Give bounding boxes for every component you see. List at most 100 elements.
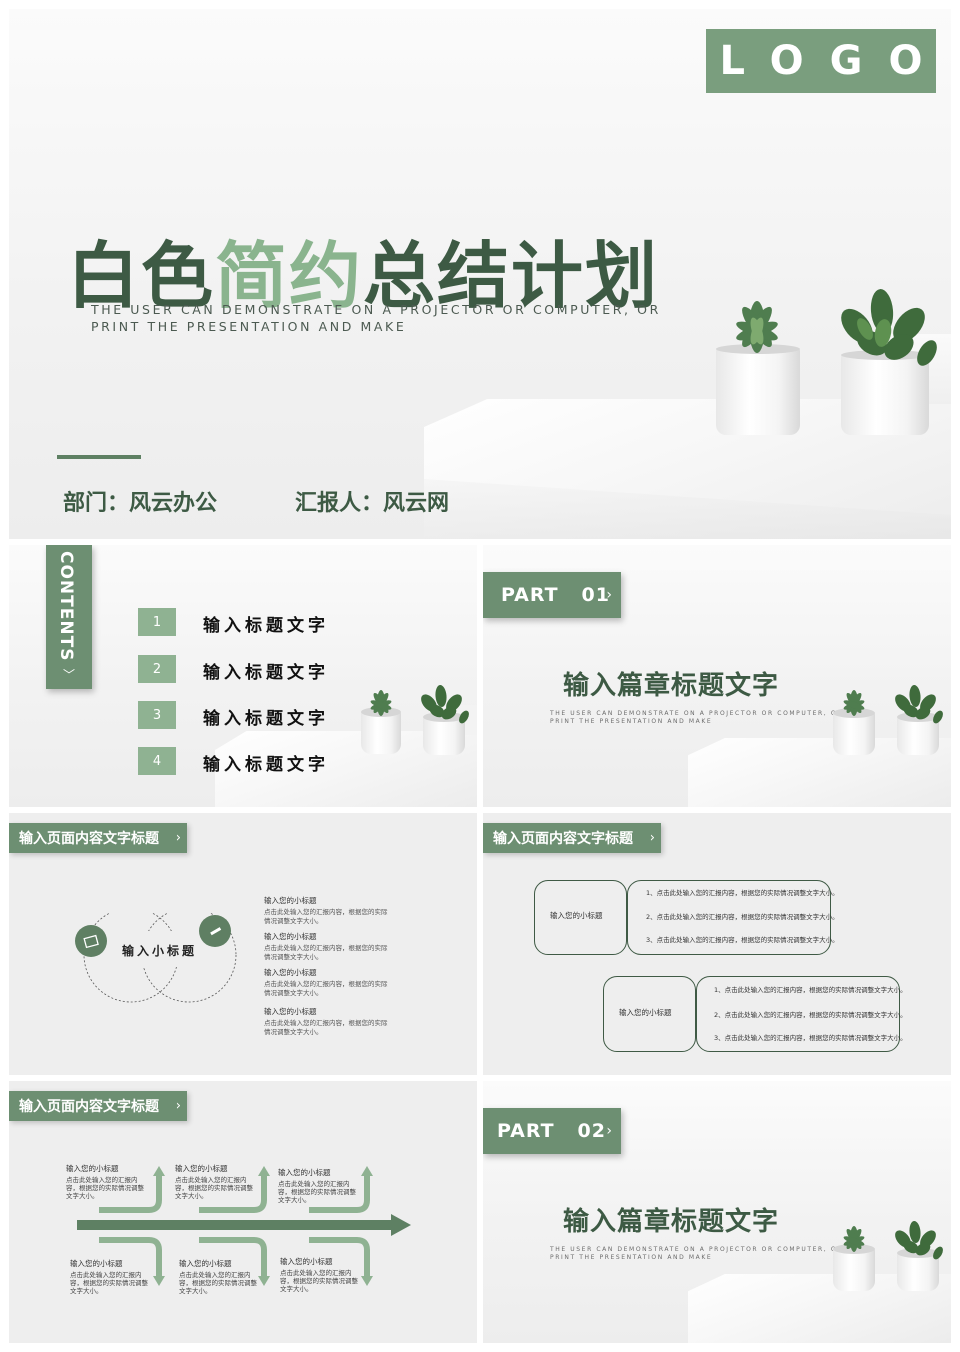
toc-item-2[interactable]: 输入标题文字 bbox=[203, 663, 329, 683]
cover-title: 白色简约总结计划 bbox=[67, 217, 659, 322]
part1-subtitle-line1: THE USER CAN DEMONSTRATE ON A PROJECTOR … bbox=[550, 710, 843, 717]
pot-left bbox=[833, 708, 875, 755]
cover-title-highlight: 简约 bbox=[215, 234, 364, 318]
chevron-right-icon: › bbox=[606, 587, 613, 603]
intersecting-circles bbox=[83, 913, 237, 1003]
succulent-right-icon bbox=[895, 1221, 943, 1260]
contents-slide: CONTENTS ﹀ 1 输入标题文字 2 输入标题文字 3 输入标题文字 4 … bbox=[9, 545, 477, 807]
toc-number-1: 1 bbox=[138, 608, 176, 636]
succulent-right-icon bbox=[421, 685, 469, 724]
pot-left bbox=[833, 1244, 875, 1291]
group2-item-1: 1、点击此处输入您的汇报内容，根据您的实际情况调整文字大小。 bbox=[714, 986, 907, 994]
group2-items-box bbox=[696, 976, 900, 1052]
part2-subtitle-line1: THE USER CAN DEMONSTRATE ON A PROJECTOR … bbox=[550, 1246, 843, 1253]
cover-subtitle: THE USER CAN DEMONSTRATE ON A PROJECTOR … bbox=[91, 301, 661, 335]
fishbone-diagram bbox=[77, 1166, 411, 1286]
cover-reporter: 汇报人：风云网 bbox=[295, 491, 450, 516]
bottom-item-title-3: 输入您的小标题 bbox=[280, 1257, 333, 1266]
cover-subtitle-line1: THE USER CAN DEMONSTRATE ON A PROJECTOR … bbox=[91, 302, 661, 317]
item-title-1: 输入您的小标题 bbox=[264, 896, 317, 905]
part2-tag-label: PART 02 bbox=[497, 1120, 606, 1142]
group1-items-box bbox=[627, 880, 831, 955]
bottom-item-title-1: 输入您的小标题 bbox=[70, 1259, 123, 1268]
toc-item-4[interactable]: 输入标题文字 bbox=[203, 755, 329, 775]
group1-item-1: 1、点击此处输入您的汇报内容，根据您的实际情况调整文字大小。 bbox=[646, 889, 839, 897]
chevron-right-icon: › bbox=[175, 830, 181, 846]
group1-label: 输入您的小标题 bbox=[550, 911, 603, 920]
boxes-slide: 输入页面内容文字标题 › 输入您的小标题 1、点击此处输入您的汇报内容，根据您的… bbox=[483, 813, 951, 1075]
item-title-2: 输入您的小标题 bbox=[264, 932, 317, 941]
cover-title-part-a: 白色 bbox=[67, 234, 216, 318]
fishbone-slide: 输入页面内容文字标题 › 输入您的小标题 点击此处输入您的汇报内容，根据您的实际… bbox=[9, 1081, 477, 1343]
item-body-2: 点击此处输入您的汇报内容，根据您的实际情况调整文字大小。 bbox=[264, 944, 388, 961]
pot-right bbox=[841, 350, 929, 435]
part1-title: 输入篇章标题文字 bbox=[563, 671, 780, 701]
top-item-body-3: 点击此处输入您的汇报内容，根据您的实际情况调整文字大小。 bbox=[278, 1180, 356, 1204]
part2-tag: PART 02 › bbox=[483, 1108, 621, 1154]
chevron-right-icon: › bbox=[175, 1098, 181, 1114]
slide5-header-label: 输入页面内容文字标题 bbox=[19, 1099, 159, 1115]
succulent-right-icon bbox=[841, 289, 937, 366]
part1-tag: PART 01 › bbox=[483, 572, 621, 618]
part2-title: 输入篇章标题文字 bbox=[563, 1207, 780, 1237]
bottom-item-title-2: 输入您的小标题 bbox=[179, 1259, 232, 1268]
item-title-3: 输入您的小标题 bbox=[264, 968, 317, 977]
pot-left bbox=[716, 344, 800, 435]
item-body-3: 点击此处输入您的汇报内容，根据您的实际情况调整文字大小。 bbox=[264, 980, 388, 997]
succulent-left-icon bbox=[736, 301, 778, 353]
group1-item-2: 2、点击此处输入您的汇报内容，根据您的实际情况调整文字大小。 bbox=[646, 913, 839, 921]
item-body-4: 点击此处输入您的汇报内容，根据您的实际情况调整文字大小。 bbox=[264, 1019, 388, 1036]
circles-center-label: 输入小标题 bbox=[122, 944, 198, 958]
top-item-title-2: 输入您的小标题 bbox=[175, 1164, 228, 1173]
top-item-title-3: 输入您的小标题 bbox=[278, 1168, 331, 1177]
top-item-title-1: 输入您的小标题 bbox=[66, 1164, 119, 1173]
item-body-1: 点击此处输入您的汇报内容，根据您的实际情况调整文字大小。 bbox=[264, 908, 388, 925]
cover-title-part-c: 总结计划 bbox=[363, 234, 660, 318]
chevron-down-icon: ﹀ bbox=[62, 668, 75, 682]
contents-tab-label: CONTENTS bbox=[56, 551, 76, 662]
slide4-header: 输入页面内容文字标题 › bbox=[483, 823, 661, 853]
slide4-header-label: 输入页面内容文字标题 bbox=[493, 831, 633, 847]
succulent-left-icon bbox=[843, 1226, 865, 1252]
contents-tab: CONTENTS ﹀ bbox=[46, 545, 92, 689]
mail-icon bbox=[75, 925, 107, 957]
chevron-right-icon: › bbox=[606, 1123, 613, 1139]
cover-department: 部门：风云办公 bbox=[63, 491, 218, 516]
bottom-item-body-1: 点击此处输入您的汇报内容，根据您的实际情况调整文字大小。 bbox=[70, 1271, 148, 1295]
group1-label-box bbox=[534, 880, 627, 955]
part1-subtitle-line2: PRINT THE PRESENTATION AND MAKE bbox=[550, 718, 713, 725]
slide5-header: 输入页面内容文字标题 › bbox=[9, 1091, 187, 1121]
pencil-icon bbox=[199, 915, 231, 947]
toc-item-3[interactable]: 输入标题文字 bbox=[203, 709, 329, 729]
part1-tag-label: PART 01 bbox=[501, 584, 610, 606]
bottom-item-body-2: 点击此处输入您的汇报内容，根据您的实际情况调整文字大小。 bbox=[179, 1271, 257, 1295]
toc-number-4: 4 bbox=[138, 747, 176, 775]
cover-slide: LOGO 白色简约总结计划 THE USER CAN DEMONSTRATE O… bbox=[9, 9, 951, 539]
succulent-left-icon bbox=[370, 690, 392, 716]
part2-subtitle-line2: PRINT THE PRESENTATION AND MAKE bbox=[550, 1254, 713, 1261]
cover-divider bbox=[57, 455, 141, 459]
circles-slide: 输入页面内容文字标题 › 输入小标题 输入您的小标题 点击此处输入您的汇报内容，… bbox=[9, 813, 477, 1075]
succulent-right-icon bbox=[895, 685, 943, 724]
part1-subtitle: THE USER CAN DEMONSTRATE ON A PROJECTOR … bbox=[550, 710, 843, 726]
group1-item-3: 3、点击此处输入您的汇报内容，根据您的实际情况调整文字大小。 bbox=[646, 936, 839, 944]
item-title-4: 输入您的小标题 bbox=[264, 1007, 317, 1016]
group2-item-2: 2、点击此处输入您的汇报内容，根据您的实际情况调整文字大小。 bbox=[714, 1011, 907, 1019]
succulent-left-icon bbox=[843, 690, 865, 716]
group2-label-box bbox=[603, 976, 696, 1052]
chevron-right-icon: › bbox=[649, 830, 655, 846]
slide3-header: 输入页面内容文字标题 › bbox=[9, 823, 187, 853]
group2-item-3: 3、点击此处输入您的汇报内容，根据您的实际情况调整文字大小。 bbox=[714, 1034, 907, 1042]
bottom-item-body-3: 点击此处输入您的汇报内容，根据您的实际情况调整文字大小。 bbox=[280, 1269, 358, 1293]
part1-slide: PART 01 › 输入篇章标题文字 THE USER CAN DEMONSTR… bbox=[483, 545, 951, 807]
part2-slide: PART 02 › 输入篇章标题文字 THE USER CAN DEMONSTR… bbox=[483, 1081, 951, 1343]
logo-box: LOGO bbox=[706, 29, 936, 93]
top-item-body-2: 点击此处输入您的汇报内容，根据您的实际情况调整文字大小。 bbox=[175, 1176, 253, 1200]
part2-subtitle: THE USER CAN DEMONSTRATE ON A PROJECTOR … bbox=[550, 1246, 843, 1262]
toc-number-2: 2 bbox=[138, 655, 176, 683]
top-item-body-1: 点击此处输入您的汇报内容，根据您的实际情况调整文字大小。 bbox=[66, 1176, 144, 1200]
cover-subtitle-line2: PRINT THE PRESENTATION AND MAKE bbox=[91, 319, 407, 334]
toc-number-3: 3 bbox=[138, 701, 176, 729]
group2-label: 输入您的小标题 bbox=[619, 1008, 672, 1017]
toc-item-1[interactable]: 输入标题文字 bbox=[203, 616, 329, 636]
